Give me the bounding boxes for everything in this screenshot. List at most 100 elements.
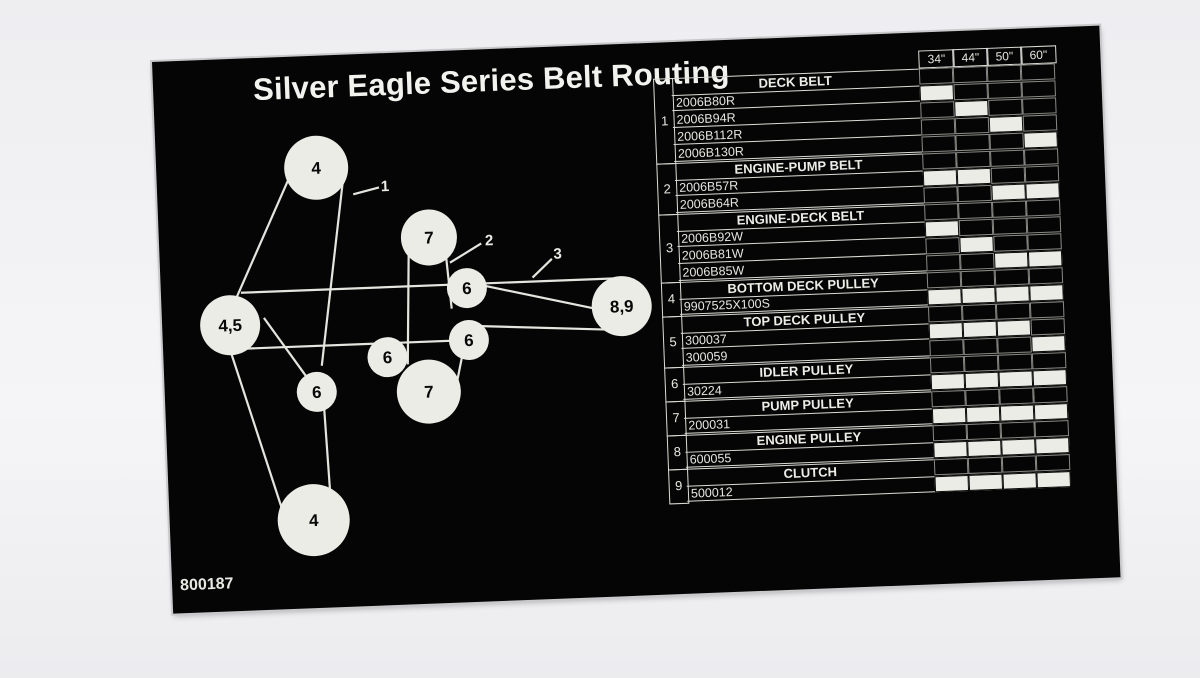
belt-1-right	[320, 168, 346, 366]
fit-cell-applies	[928, 322, 964, 340]
fit-cell	[1025, 199, 1061, 217]
fit-cell-applies	[1033, 403, 1069, 421]
fit-cell-empty	[990, 166, 1026, 184]
group-number: 2	[663, 180, 672, 196]
belt-label-2: 2	[485, 232, 494, 249]
fit-cell-applies	[1025, 182, 1060, 200]
fit-cell-applies	[919, 84, 955, 102]
pulley-left-6	[296, 371, 337, 412]
fit-cell	[931, 390, 966, 408]
fit-cell-empty	[925, 254, 961, 272]
group-number: 7	[672, 410, 680, 426]
pulley-label: 4,5	[218, 316, 242, 336]
fit-cell-applies	[967, 439, 1002, 457]
fit-cell-applies	[1032, 369, 1068, 387]
fit-cell	[963, 354, 999, 373]
fit-cell-applies	[1002, 472, 1038, 490]
fit-cell	[986, 64, 1022, 82]
leader-2	[449, 242, 482, 264]
fit-cell	[961, 303, 997, 322]
group-number: 6	[670, 376, 679, 392]
belt-label-3: 3	[553, 245, 562, 262]
leader-1	[352, 186, 380, 196]
fit-cell	[994, 268, 1030, 286]
fit-cell	[1033, 386, 1068, 404]
fit-cell-empty	[1021, 80, 1056, 98]
group-number: 4	[667, 291, 676, 307]
fit-cell-empty	[1027, 233, 1062, 251]
pulley-label: 6	[464, 331, 474, 350]
belt-3-top	[240, 277, 619, 294]
pulley-4-5	[200, 295, 261, 356]
fit-cell	[1000, 421, 1036, 439]
size-header: 34"	[918, 49, 955, 69]
fit-cell	[933, 457, 969, 476]
fit-cell-applies	[1023, 131, 1058, 149]
group-number: 5	[669, 333, 677, 349]
pulley-lower-6	[448, 320, 489, 361]
size-header: 60"	[1020, 45, 1057, 65]
fit-cell-applies	[1031, 335, 1066, 353]
fit-cell-applies	[954, 99, 989, 118]
fit-cell	[999, 387, 1034, 405]
fit-cell-applies	[1001, 438, 1036, 456]
pulley-bottom-4	[277, 484, 350, 557]
fit-cell	[952, 65, 988, 84]
size-header: 44"	[952, 47, 989, 68]
fit-cell	[1028, 267, 1064, 285]
fit-cell	[1024, 148, 1059, 166]
pulley-label: 4	[311, 159, 322, 178]
fit-cell	[966, 422, 1002, 440]
fit-cell	[965, 388, 1000, 407]
fit-cell	[1029, 301, 1065, 319]
fit-cell	[924, 203, 959, 221]
fit-cell-applies	[933, 440, 968, 459]
fit-cell	[922, 152, 957, 170]
pulley-label: 8,9	[610, 297, 634, 317]
size-header: 50"	[986, 46, 1023, 66]
fit-cell	[1020, 63, 1056, 81]
fit-cell-applies	[934, 474, 970, 493]
fit-cell	[1034, 420, 1070, 438]
fit-cell-empty	[1022, 97, 1057, 115]
fit-cell-applies	[924, 220, 960, 238]
fit-cell-empty	[920, 118, 956, 136]
fit-cell	[918, 67, 954, 85]
fit-cell-empty	[954, 116, 990, 135]
fit-cell-applies	[931, 407, 967, 425]
fit-cell	[929, 356, 965, 374]
fit-cell-empty	[987, 81, 1023, 99]
fit-cell-empty	[1030, 318, 1066, 336]
fit-cell-empty	[1024, 165, 1060, 183]
fit-cell	[926, 271, 962, 289]
leader-3	[531, 258, 553, 279]
fit-cell-empty	[993, 234, 1028, 252]
fit-cell-applies	[930, 373, 966, 391]
fit-cell-empty	[957, 184, 992, 203]
belt-routing-decal: Silver Eagle Series Belt Routing	[152, 25, 1121, 614]
fit-cell-empty	[958, 218, 994, 237]
fit-cell-applies	[1027, 250, 1063, 268]
pulley-label: 7	[424, 228, 434, 247]
fit-cell-empty	[992, 217, 1028, 235]
fit-cell	[960, 269, 996, 288]
belt-diagram: 4 4,5 4 6 7 6 8,9 6 6 7 1 2 3	[200, 135, 652, 557]
pulley-middle-6	[367, 337, 408, 378]
fit-cell	[1035, 454, 1071, 472]
fit-cell-applies	[1029, 284, 1064, 302]
fit-cell	[967, 456, 1003, 474]
group-number: 8	[673, 443, 682, 460]
fit-cell	[1001, 455, 1037, 473]
fit-cell-empty	[955, 133, 990, 152]
fit-cell	[997, 353, 1033, 371]
fit-cell-empty	[989, 132, 1024, 150]
fit-cell-applies	[962, 320, 998, 339]
pulley-label: 6	[312, 383, 322, 402]
pulley-label: 6	[382, 348, 392, 367]
fit-cell-applies	[956, 167, 992, 186]
fit-cell	[958, 201, 993, 220]
fit-cell-applies	[1036, 471, 1071, 489]
fit-cell-applies	[996, 319, 1032, 337]
fit-cell-empty	[1026, 216, 1062, 234]
